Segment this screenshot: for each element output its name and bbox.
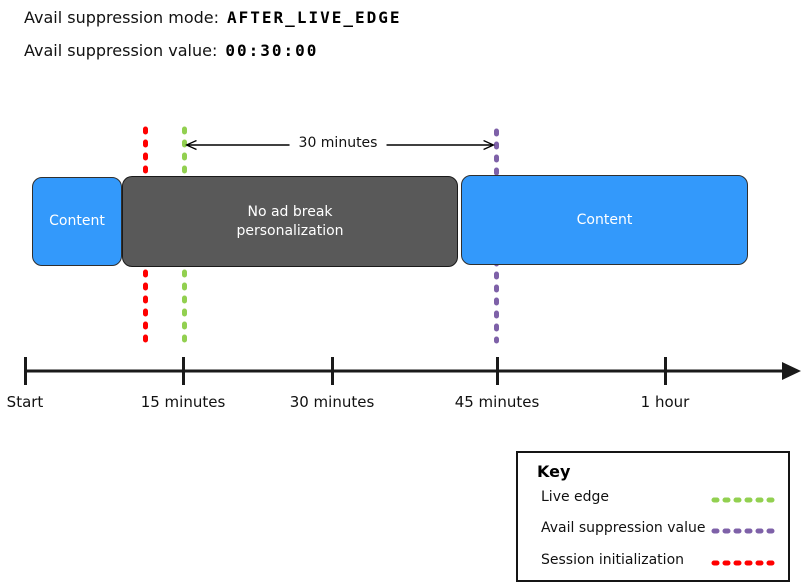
content-box-left-label: Content xyxy=(49,213,105,230)
tick-label-1-hour: 1 hour xyxy=(640,393,690,411)
content-box-right-label: Content xyxy=(576,211,633,228)
no-ad-break-box-label: No ad break personalization xyxy=(236,203,344,239)
mode-line: Avail suppression mode: AFTER_LIVE_EDGE xyxy=(24,8,402,27)
thirty-minutes-arrow-label: 30 minutes xyxy=(289,135,387,151)
avail-suppression-value-swatch-icon xyxy=(711,528,781,534)
key-label-live-edge: Live edge xyxy=(541,489,610,505)
key-box: Key Live edge Avail suppression value Se… xyxy=(516,451,790,582)
tick-label-start: Start xyxy=(6,393,44,411)
tick-label-30-minutes: 30 minutes xyxy=(289,393,375,411)
value-value: 00:30:00 xyxy=(225,41,319,60)
live-edge-swatch-icon xyxy=(711,497,781,503)
mode-label: Avail suppression mode: xyxy=(24,8,220,27)
key-label-session-initialization: Session initialization xyxy=(541,552,685,568)
value-line: Avail suppression value: 00:30:00 xyxy=(24,41,318,60)
content-box-left: Content xyxy=(32,177,122,266)
timeline-arrowhead-icon xyxy=(782,362,801,380)
mode-value: AFTER_LIVE_EDGE xyxy=(227,8,402,27)
value-label: Avail suppression value: xyxy=(24,41,218,60)
session-initialization-swatch-icon xyxy=(711,560,781,566)
tick-label-45-minutes: 45 minutes xyxy=(454,393,540,411)
content-box-right: Content xyxy=(461,175,748,265)
no-ad-break-box: No ad break personalization xyxy=(122,176,458,267)
tick-label-15-minutes: 15 minutes xyxy=(140,393,226,411)
key-label-avail-suppression-value: Avail suppression value xyxy=(541,520,706,536)
key-title: Key xyxy=(537,462,571,481)
